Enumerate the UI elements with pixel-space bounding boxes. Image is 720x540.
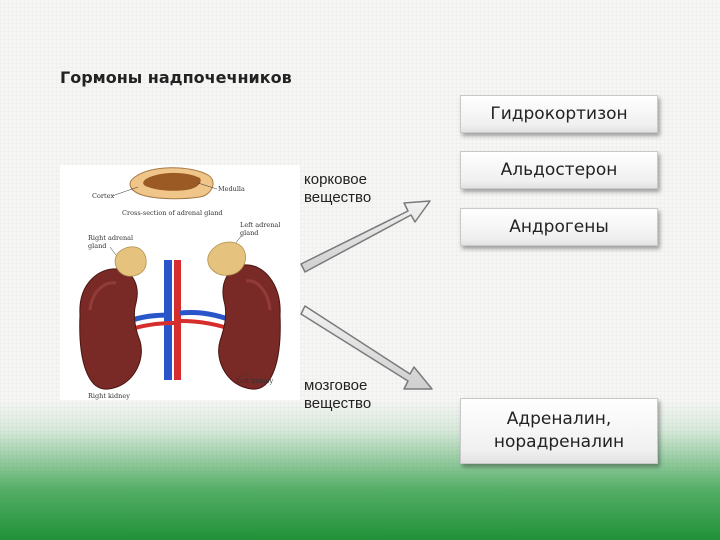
hormone-box-adrenaline-text: Адреналин, норадреналин <box>494 408 624 454</box>
hormone-box-aldosterone: Альдостерон <box>460 151 658 189</box>
hormone-box-androgens: Андрогены <box>460 208 658 246</box>
arrow-to-medulla-hormones <box>301 306 432 389</box>
arrow-to-cortex-hormones <box>301 201 430 272</box>
hormone-box-adrenaline: Адреналин, норадреналин <box>460 398 658 464</box>
hormone-box-hydrocortisone: Гидрокортизон <box>460 95 658 133</box>
